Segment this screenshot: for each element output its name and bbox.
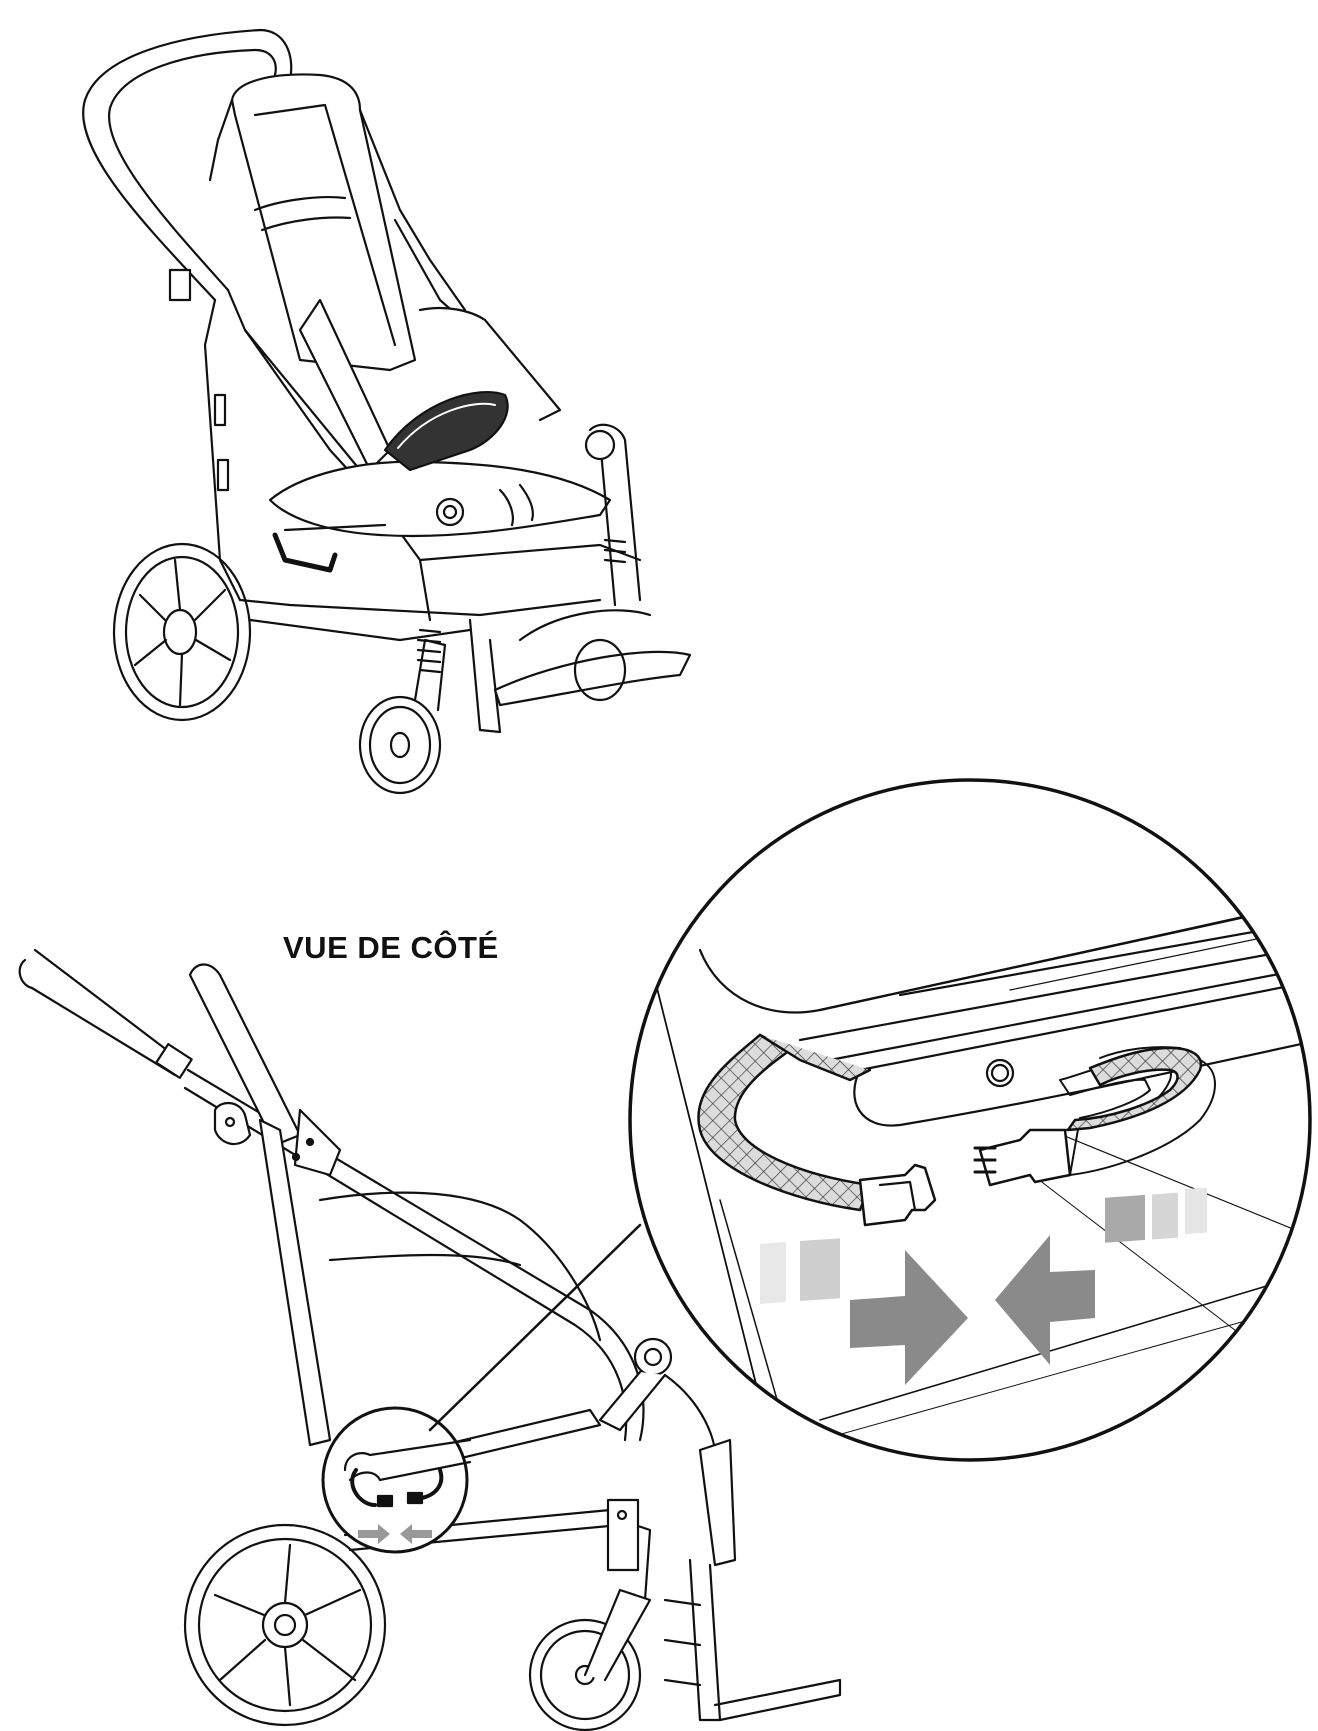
front-caster-icon	[358, 638, 447, 795]
rail-end-cap	[853, 978, 1310, 1127]
side-backrest	[188, 963, 302, 1147]
rear-wheel-icon	[112, 542, 252, 722]
spring-icon	[416, 538, 627, 674]
side-view-label: VUE DE CÔTÉ	[283, 930, 499, 965]
buckle-insert-arrows-icon	[760, 1187, 1207, 1385]
buckle-male-icon	[858, 1163, 937, 1227]
footrest	[493, 650, 692, 707]
side-rear-wheel-icon	[183, 1523, 387, 1727]
side-view-stroller-icon	[18, 948, 842, 1731]
left-strap	[697, 1033, 872, 1212]
front-view-stroller-icon	[82, 28, 692, 795]
side-front-caster-icon	[528, 1588, 652, 1731]
rail-screw-icon	[985, 1058, 1015, 1088]
backrest	[230, 73, 417, 372]
small-detail-circle	[321, 1406, 469, 1554]
magnified-detail-circle-icon	[628, 778, 1312, 1462]
